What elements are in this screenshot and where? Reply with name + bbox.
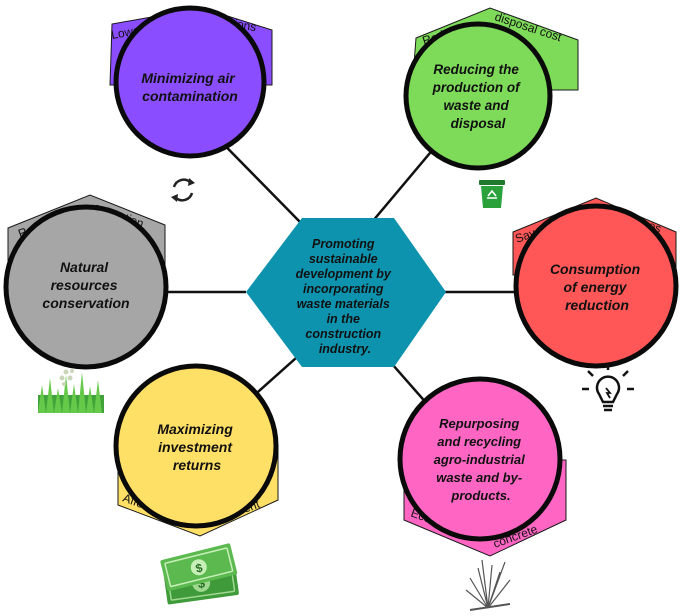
grass-icon [38,369,104,413]
node-natural-circle [3,204,169,370]
node-energy-label: Consumption of energy reduction [550,261,644,313]
center-hexagon: Promoting sustainable development by inc… [246,218,446,367]
node-air-circle [113,5,267,159]
svg-text:$: $ [197,575,207,591]
recycle-arrows-icon [171,178,195,202]
recycle-bin-icon [479,180,505,208]
lightbulb-icon [582,364,634,412]
straw-icon [465,559,511,611]
node-air: Lower CO2 emissions Minimizing air conta… [109,5,273,159]
node-recycle: Eco-friendly concrete Repurposing and re… [397,376,567,557]
node-air-label: Minimizing air contamination [141,70,238,104]
node-waste-circle [403,21,553,171]
node-waste: Reducing disposal cost Reducing the prod… [403,7,579,171]
node-natural-label: Natural resources conservation [42,259,129,311]
svg-text:$: $ [194,561,204,576]
node-recycle-circle [397,376,563,542]
node-energy: Save energy resources Consumption of ene… [512,197,679,369]
node-natural: Reduced extraction Natural resources con… [3,194,169,370]
money-icon: $ $ [160,543,239,605]
node-energy-circle [513,203,679,369]
center-hexagon-shape [246,218,446,367]
node-waste-label: Reducing the production of waste and dis… [432,62,524,131]
node-recycle-label: Repurposing and recycling agro-industria… [434,416,529,503]
node-investment-label: Maximizing investment returns [157,421,236,473]
node-investment: Affordable investment Maximizing investm… [113,363,279,537]
center-label: Promoting sustainable development by inc… [296,237,395,356]
node-investment-circle [113,363,279,529]
